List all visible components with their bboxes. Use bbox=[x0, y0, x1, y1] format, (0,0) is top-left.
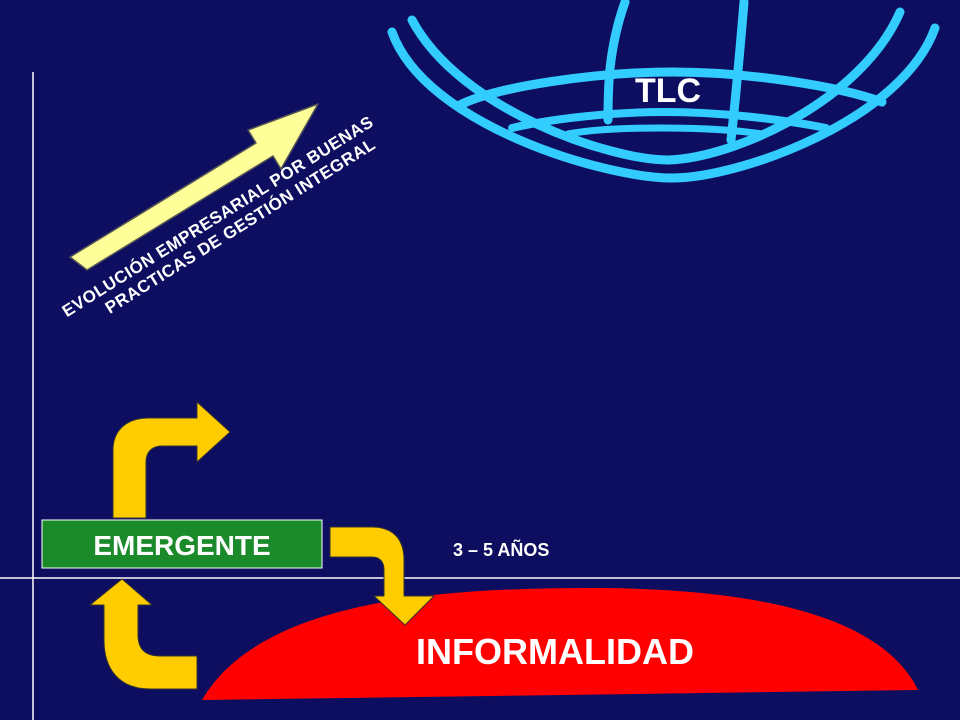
duration-label: 3 – 5 AÑOS bbox=[453, 539, 549, 560]
evolution-text: EVOLUCIÓN EMPRESARIAL POR BUENAS PRACTIC… bbox=[59, 112, 379, 321]
globe-ring-1 bbox=[453, 67, 887, 111]
informalidad-shape bbox=[202, 588, 918, 700]
evolution-arrow bbox=[69, 103, 319, 271]
globe-meridian-right bbox=[726, 0, 749, 145]
evolution-line-1: EVOLUCIÓN EMPRESARIAL POR BUENAS bbox=[59, 112, 377, 321]
curved-arrow-up-right bbox=[112, 401, 231, 519]
tlc-globe bbox=[387, 0, 940, 183]
curved-arrow-up-left bbox=[89, 578, 198, 690]
emergente-label: EMERGENTE bbox=[93, 530, 270, 561]
curved-arrow-down bbox=[329, 526, 435, 626]
emergente-box bbox=[41, 519, 323, 569]
globe-ring-2 bbox=[508, 107, 830, 132]
tlc-label: TLC bbox=[635, 72, 701, 110]
informalidad-label: INFORMALIDAD bbox=[416, 631, 694, 672]
globe-meridian-left bbox=[603, 0, 630, 125]
globe-ring-3 bbox=[564, 124, 766, 138]
